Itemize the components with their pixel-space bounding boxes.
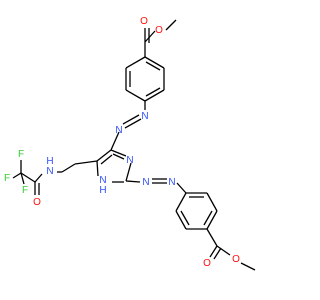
bond-cf3-f3 <box>20 172 25 185</box>
molecule-structure: O O N N N N H N N N H O F F F O O <box>4 16 256 271</box>
bond-bottom-ring-ester <box>206 228 218 247</box>
atom-o-amide: O <box>33 197 41 208</box>
bond-top-ring-1 <box>144 56 165 69</box>
bond-bottom-ring-2 <box>206 192 218 212</box>
bond-bottom-methyl <box>240 262 256 271</box>
bond-azo2-ring <box>176 182 187 194</box>
bond-azo1-b <box>122 114 140 125</box>
bond-top-ring-inner-1 <box>145 61 161 71</box>
atom-n-azo1-upper: N <box>141 111 148 122</box>
atom-o-top-carbonyl: O <box>140 16 148 27</box>
bond-top-ester-o <box>144 30 156 43</box>
bond-top-ring-3 <box>144 89 165 102</box>
bond-side-ch2-2 <box>61 163 76 173</box>
atom-labels: O O N N N N H N N N H O F F F O O <box>4 16 240 269</box>
bond-top-ring-6 <box>125 56 146 69</box>
bond-bottom-carbonyl-b <box>213 247 222 260</box>
bond-amide-c-cf3 <box>20 172 36 183</box>
bond-bottom-ester-o <box>216 245 231 256</box>
bond-imid-c5-c4 <box>96 149 112 162</box>
bond-azo1-a <box>124 118 142 129</box>
atom-n-azo1-lower: N <box>115 125 122 136</box>
bond-imid-c4-n3-inner <box>112 153 125 160</box>
atom-f-3: F <box>22 185 28 196</box>
bond-imid-n3-c2 <box>125 162 132 182</box>
bond-cf3-f2 <box>12 172 22 179</box>
atom-n-azo2-right: N <box>168 177 175 188</box>
atom-n-amide: N <box>46 166 53 177</box>
bond-bottom-ring-6 <box>175 192 187 212</box>
bond-layer <box>12 19 256 271</box>
bond-bottom-carbonyl-a <box>209 245 218 258</box>
bond-top-ring-4 <box>125 89 146 102</box>
bond-imid-c4-n3 <box>110 149 127 157</box>
bond-bottom-ring-inner-3 <box>180 210 190 226</box>
atom-f-1: F <box>18 149 24 160</box>
bond-bottom-ring-5 <box>175 210 187 230</box>
bond-bottom-ring-inner-2 <box>203 210 213 226</box>
atom-n-ring-3: N <box>126 155 133 166</box>
atom-o-bottom-methoxy: O <box>232 254 240 265</box>
bond-top-ring-inner-2 <box>145 87 161 97</box>
atom-h-ring-1: H <box>99 185 106 196</box>
bond-amide-n-c <box>34 173 43 183</box>
atom-f-2: F <box>4 173 10 184</box>
bond-imid-azo2 <box>125 180 141 183</box>
atom-o-bottom-carbonyl: O <box>203 258 211 269</box>
bond-imid-n1-c5 <box>96 160 99 177</box>
bond-azo1-ring <box>110 131 120 151</box>
atom-h-amide: H <box>46 156 53 167</box>
bond-side-ch2-1 <box>74 160 98 165</box>
atom-o-top-methoxy: O <box>155 25 163 36</box>
atom-n-ring-1h: N <box>99 175 106 186</box>
bond-top-methyl <box>165 19 177 31</box>
bond-bottom-ring-3 <box>206 210 218 230</box>
atom-n-azo2-left: N <box>142 177 149 188</box>
bond-imid-c5-c4-inner <box>100 154 113 165</box>
